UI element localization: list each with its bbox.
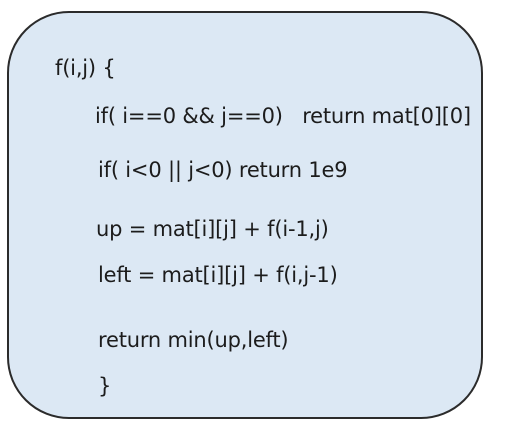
code-line-function-header: f(i,j) {: [55, 56, 116, 80]
code-line-closing-brace: }: [98, 374, 112, 398]
code-line-left: left = mat[i][j] + f(i,j-1): [98, 263, 338, 287]
code-line-base-case: if( i==0 && j==0) return mat[0][0]: [95, 104, 471, 128]
code-line-out-of-bounds: if( i<0 || j<0) return 1e9: [98, 158, 348, 182]
code-line-up: up = mat[i][j] + f(i-1,j): [96, 217, 329, 241]
code-box: [7, 11, 483, 419]
code-line-return-min: return min(up,left): [98, 328, 289, 352]
